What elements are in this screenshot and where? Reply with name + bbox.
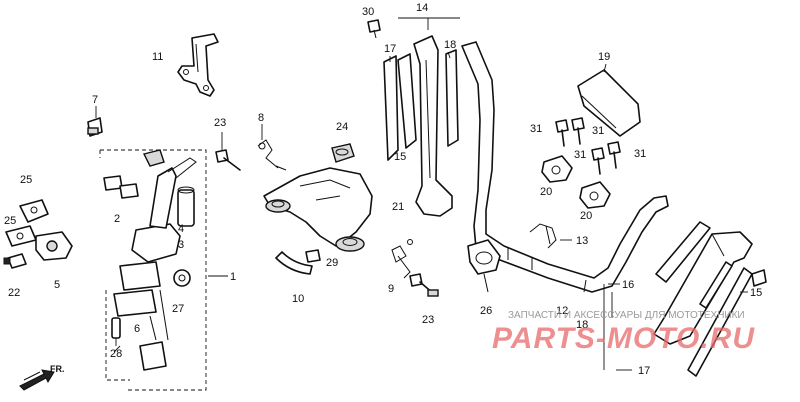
callout-14: 14 (416, 2, 428, 14)
callout-31c: 31 (574, 149, 586, 161)
part-8-clip (257, 139, 287, 171)
front-direction-marker: FR. (19, 364, 65, 391)
callout-17: 17 (384, 43, 396, 55)
callout-7: 7 (92, 94, 98, 106)
left-switch-group (3, 199, 73, 269)
part-7-bolt (87, 106, 103, 137)
callout-3: 3 (178, 239, 184, 251)
callout-21: 21 (392, 201, 404, 213)
part-19-cover (577, 69, 641, 137)
callout-18: 18 (444, 39, 456, 51)
callout-18b: 18 (576, 319, 588, 331)
callout-28: 28 (110, 348, 122, 360)
part-23-bolt-lower (409, 273, 439, 297)
part-13-clip (529, 223, 557, 249)
callout-8: 8 (258, 112, 264, 124)
callout-11: 11 (152, 51, 163, 63)
callout-12: 12 (556, 305, 568, 317)
callout-15b: 15 (750, 287, 762, 299)
callout-22: 22 (8, 287, 20, 299)
callout-1: 1 (230, 271, 236, 283)
callout-labels: 30 14 17 18 11 19 7 31 31 23 8 24 31 31 … (4, 2, 762, 377)
callout-23-lower: 23 (422, 314, 434, 326)
callout-20b: 20 (580, 210, 592, 222)
part-29-bolt (305, 249, 321, 263)
callout-5: 5 (54, 279, 60, 291)
callout-25b: 25 (4, 215, 16, 227)
fr-label: FR. (50, 364, 65, 374)
part-26-holder (467, 239, 501, 293)
fork-cover-assembly (383, 17, 460, 217)
callout-30: 30 (362, 6, 374, 18)
callout-27: 27 (172, 303, 184, 315)
callout-20a: 20 (540, 186, 552, 198)
part-30-screw (367, 19, 381, 39)
callout-16: 16 (622, 279, 634, 291)
part-10-hose (275, 251, 313, 275)
leader-lines (113, 51, 748, 371)
callout-23-upper: 23 (214, 117, 226, 129)
callout-25a: 25 (20, 174, 32, 186)
watermark-text: ЗАПЧАСТИ И АКСЕССУАРЫ ДЛЯ МОТОТЕХНИКИ (508, 310, 745, 321)
part-11-bracket (177, 33, 219, 97)
callout-24: 24 (336, 121, 348, 133)
watermark-logo: PARTS-MOTO.RU (492, 322, 755, 355)
callout-29: 29 (326, 257, 338, 269)
ignition-assembly (99, 149, 207, 391)
callout-31a: 31 (530, 123, 542, 135)
callout-13: 13 (576, 235, 588, 247)
right-grip-assembly (603, 221, 767, 377)
callout-4: 4 (178, 223, 184, 235)
callout-15a: 15 (394, 151, 406, 163)
handlebar (461, 41, 669, 293)
callout-6: 6 (134, 323, 140, 335)
part-23-bolt-upper (215, 149, 241, 171)
callout-26: 26 (480, 305, 492, 317)
callout-9: 9 (388, 283, 394, 295)
callout-31b: 31 (592, 125, 604, 137)
callout-10: 10 (292, 293, 304, 305)
callout-17b: 17 (638, 365, 650, 377)
part-9-clip (391, 239, 413, 279)
callout-31d: 31 (634, 148, 646, 160)
watermark: ЗАПЧАСТИ И АКСЕССУАРЫ ДЛЯ МОТОТЕХНИКИ PA… (492, 310, 755, 355)
part-20-holders (541, 155, 611, 209)
callout-2: 2 (114, 213, 120, 225)
callout-19: 19 (598, 51, 610, 63)
part-31-bolts (555, 117, 621, 175)
top-bridge (263, 143, 373, 252)
